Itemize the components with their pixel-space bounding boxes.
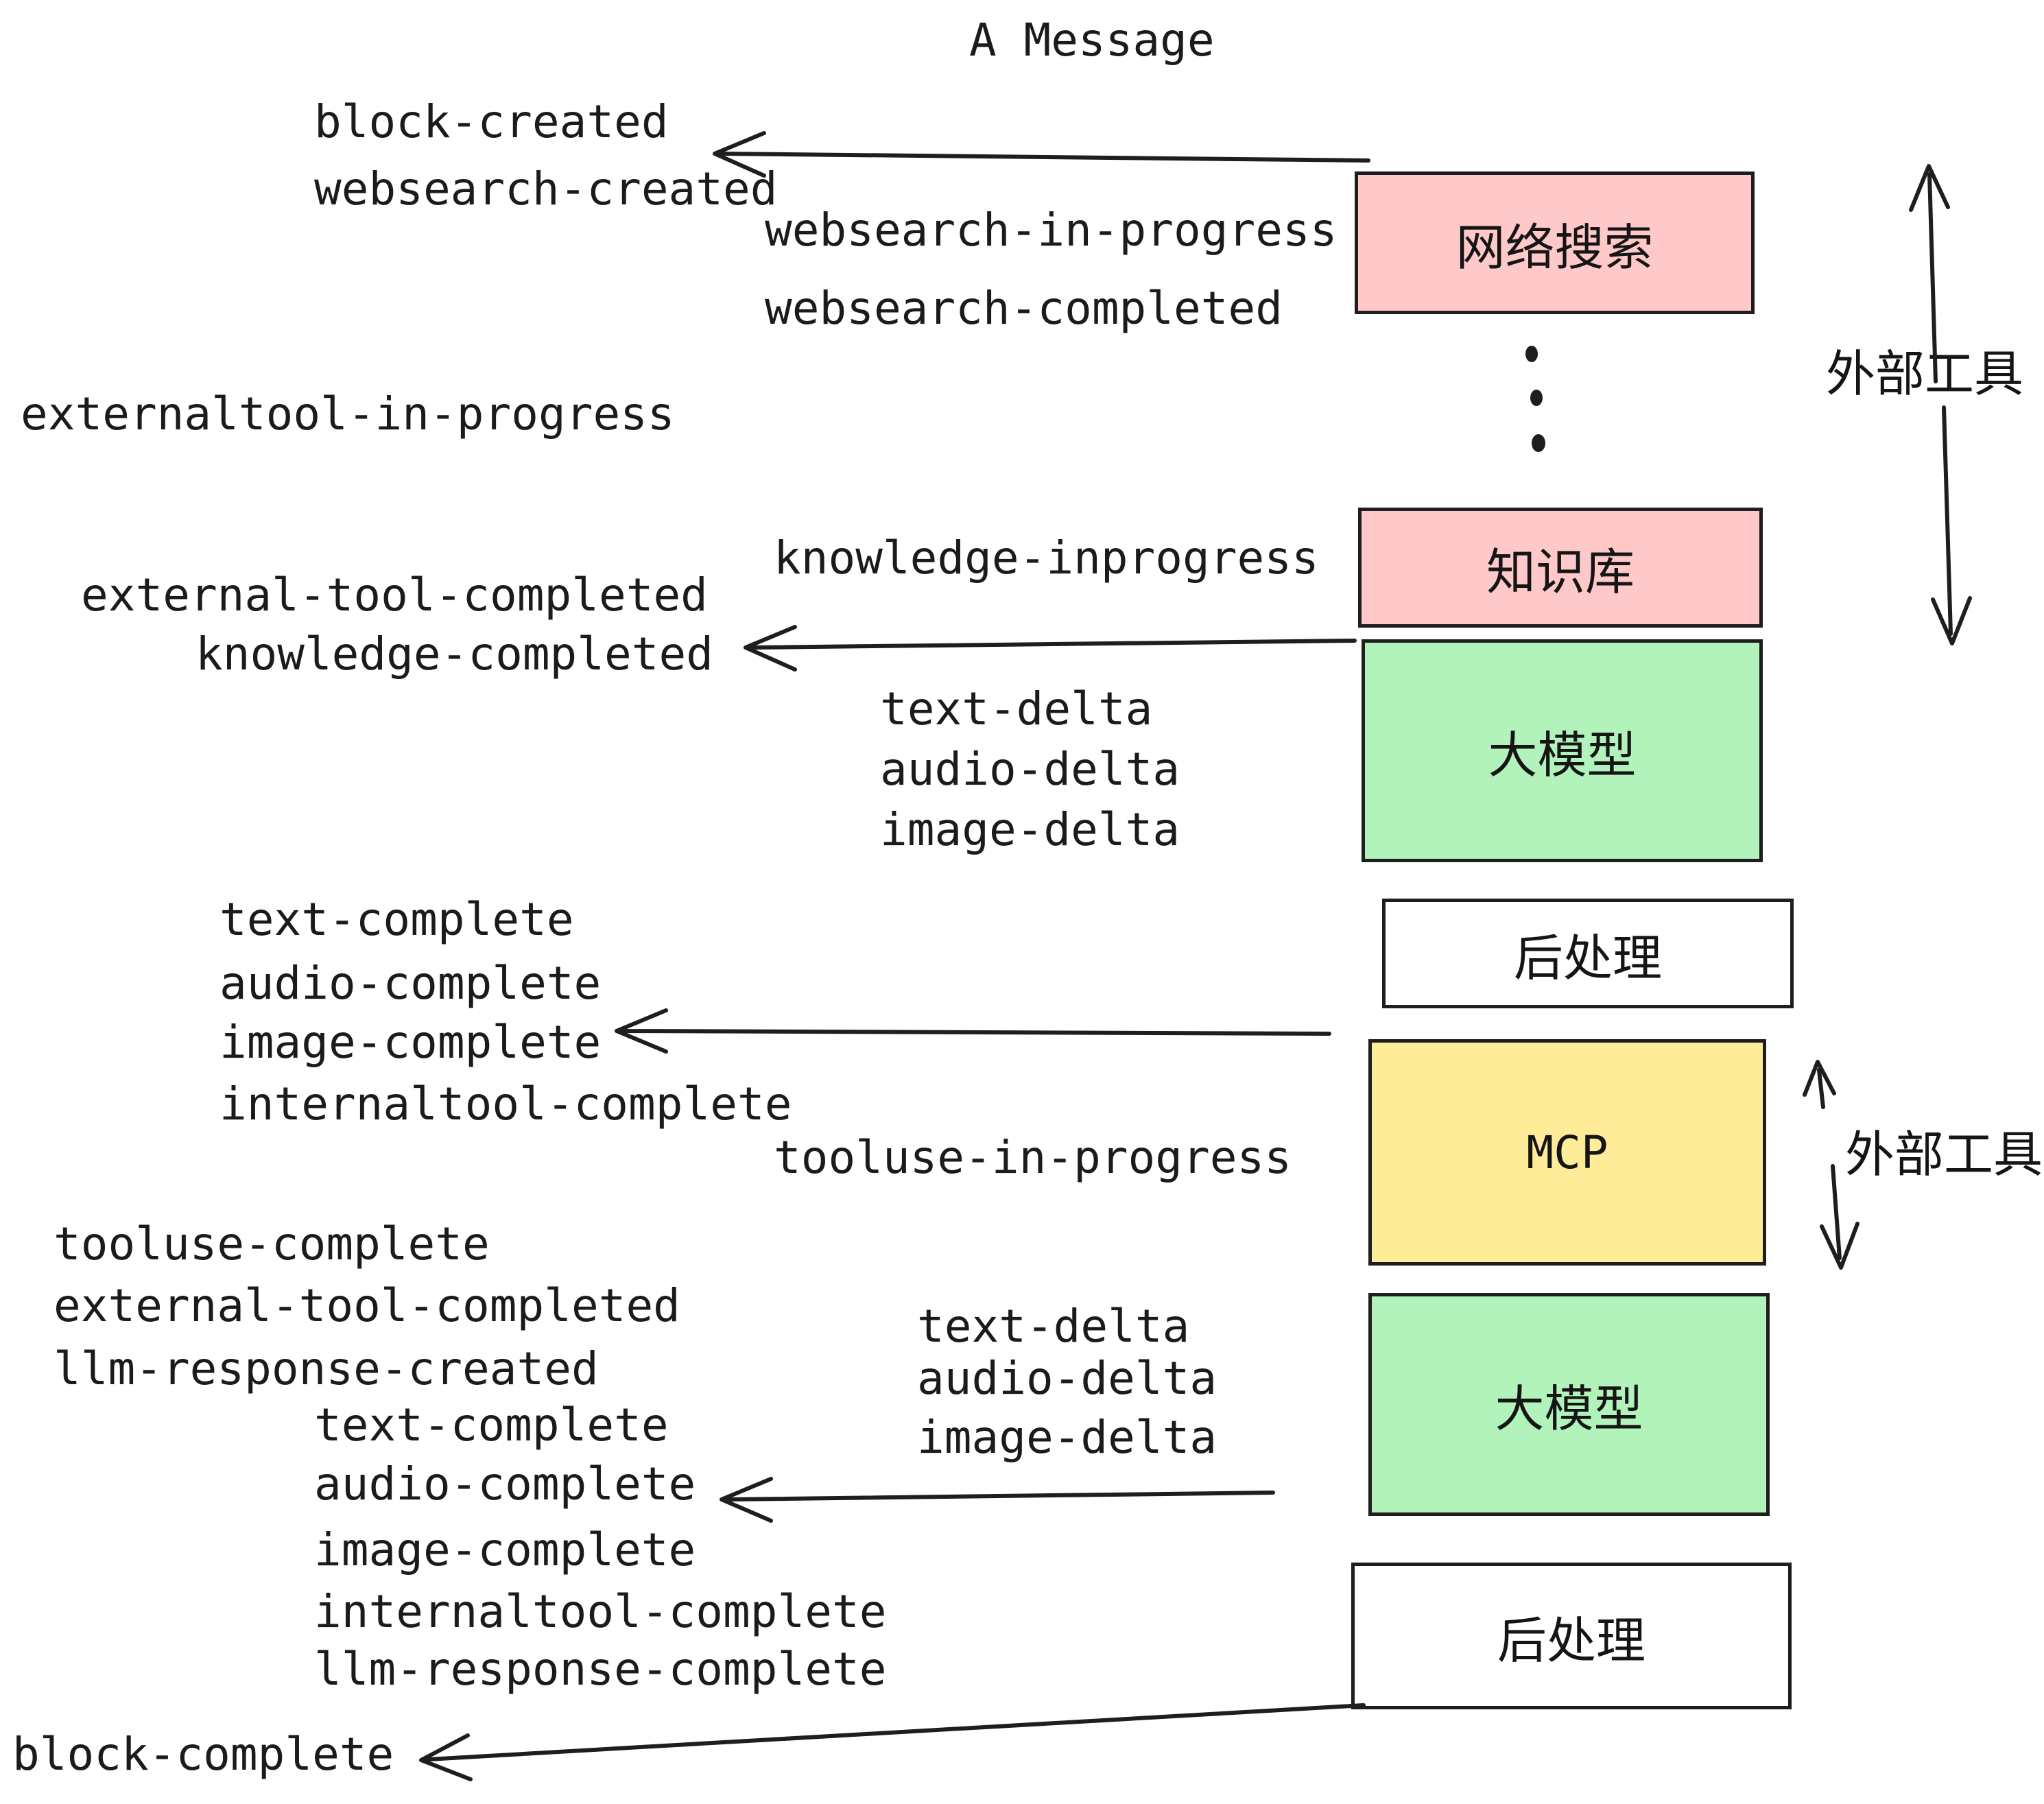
- diagram-title: A Message: [969, 14, 1215, 67]
- box-websearch-label: 网络搜索: [1455, 220, 1654, 276]
- event-audio-delta-1: audio-delta: [880, 743, 1180, 796]
- event-text-delta-2: text-delta: [917, 1300, 1190, 1353]
- arrow-to-block-complete: [419, 1703, 1366, 1781]
- event-image-delta-2: image-delta: [917, 1411, 1217, 1464]
- event-audio-complete-1: audio-complete: [219, 957, 602, 1010]
- event-image-delta-1: image-delta: [880, 803, 1180, 856]
- event-tooluse-complete: tooluse-complete: [54, 1218, 490, 1270]
- event-image-complete-2: image-complete: [314, 1523, 696, 1576]
- box-mcp: MCP: [1368, 1039, 1766, 1266]
- box-llm-1: 大模型: [1362, 639, 1763, 862]
- arrow-to-knowledge-completed: [744, 625, 1357, 672]
- arrow-to-block-created: [713, 131, 1370, 178]
- event-external-tool-completed-2: external-tool-completed: [54, 1279, 680, 1332]
- event-text-delta-1: text-delta: [880, 683, 1153, 735]
- event-image-complete-1: image-complete: [219, 1016, 602, 1069]
- event-llm-response-complete: llm-response-complete: [314, 1643, 887, 1696]
- arrow-external-tools-top-down: [1931, 405, 1972, 645]
- box-postprocess-2-label: 后处理: [1497, 1613, 1645, 1669]
- box-llm-2: 大模型: [1368, 1293, 1770, 1516]
- box-postprocess-1: 后处理: [1382, 899, 1794, 1008]
- event-tooluse-in-progress: tooluse-in-progress: [774, 1131, 1292, 1184]
- box-websearch: 网络搜索: [1355, 171, 1755, 314]
- event-text-complete-2: text-complete: [314, 1399, 669, 1451]
- box-knowledge-label: 知识库: [1486, 545, 1635, 600]
- event-websearch-created: websearch-created: [314, 163, 778, 215]
- side-label-external-tools-top: 外部工具: [1826, 347, 2024, 402]
- event-text-complete-1: text-complete: [219, 893, 574, 946]
- event-audio-delta-2: audio-delta: [917, 1352, 1217, 1405]
- event-llm-response-created: llm-response-created: [54, 1342, 599, 1395]
- event-block-created: block-created: [314, 95, 669, 148]
- event-audio-complete-2: audio-complete: [314, 1458, 696, 1510]
- side-label-external-tools-mid: 外部工具: [1845, 1128, 2043, 1183]
- box-mcp-label: MCP: [1526, 1126, 1608, 1179]
- event-knowledge-completed: knowledge-completed: [195, 628, 713, 680]
- box-knowledge: 知识库: [1358, 508, 1763, 628]
- event-externaltool-in-progress: externaltool-in-progress: [21, 388, 675, 440]
- event-external-tool-completed-1: external-tool-completed: [81, 569, 708, 621]
- box-postprocess-1-label: 后处理: [1513, 931, 1662, 986]
- arrow-to-image-complete: [615, 1008, 1331, 1054]
- event-internaltool-complete-2: internaltool-complete: [314, 1585, 887, 1638]
- box-postprocess-2: 后处理: [1351, 1563, 1792, 1709]
- event-websearch-completed: websearch-completed: [765, 282, 1283, 335]
- event-block-complete: block-complete: [12, 1728, 394, 1781]
- event-websearch-in-progress: websearch-in-progress: [765, 204, 1338, 257]
- event-knowledge-inprogress: knowledge-inprogress: [774, 532, 1319, 584]
- box-llm-2-label: 大模型: [1495, 1382, 1643, 1437]
- box-llm-1-label: 大模型: [1488, 728, 1637, 783]
- ellipsis-dots-icon: [1525, 346, 1545, 452]
- arrow-to-audio-complete: [720, 1477, 1275, 1523]
- event-internaltool-complete-1: internaltool-complete: [219, 1078, 792, 1130]
- arrow-external-tools-mid-up: [1803, 1060, 1836, 1109]
